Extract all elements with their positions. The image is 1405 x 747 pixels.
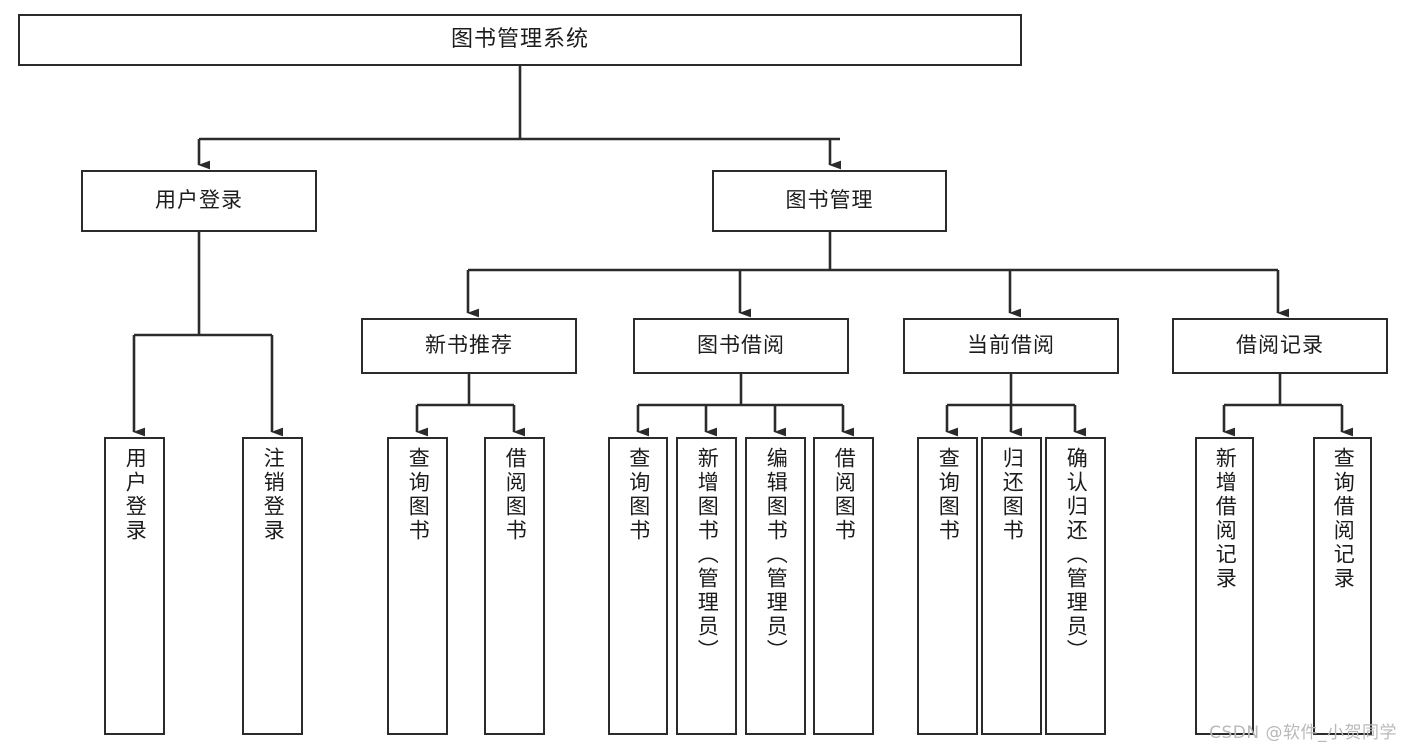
node-borrow-records[interactable]: 借阅记录	[1172, 318, 1388, 374]
node-leaf-query-book-recommend[interactable]: 查询图书	[387, 437, 448, 735]
node-leaf-borrow-book-label: 借阅图书	[832, 447, 857, 543]
node-leaf-query-book-current[interactable]: 查询图书	[917, 437, 978, 735]
node-leaf-user-login[interactable]: 用户登录	[104, 437, 165, 735]
node-leaf-add-borrow-record-label: 新增借阅记录	[1213, 447, 1238, 591]
node-user-login-label: 用户登录	[155, 188, 243, 213]
node-leaf-return-book-label: 归还图书	[1000, 447, 1025, 543]
node-leaf-query-borrow-record-label: 查询借阅记录	[1331, 447, 1356, 591]
node-leaf-add-book[interactable]: 新增图书（管理员）	[676, 437, 737, 735]
node-leaf-add-borrow-record[interactable]: 新增借阅记录	[1195, 437, 1254, 735]
node-leaf-return-book[interactable]: 归还图书	[981, 437, 1042, 735]
node-book-borrow-label: 图书借阅	[697, 333, 785, 358]
node-leaf-query-book-borrow-label: 查询图书	[626, 447, 651, 543]
node-root-label: 图书管理系统	[450, 26, 589, 52]
node-book-borrow[interactable]: 图书借阅	[633, 318, 849, 374]
node-leaf-query-book-borrow[interactable]: 查询图书	[608, 437, 668, 735]
node-leaf-query-borrow-record[interactable]: 查询借阅记录	[1313, 437, 1372, 735]
node-leaf-confirm-return[interactable]: 确认归还（管理员）	[1045, 437, 1106, 735]
node-user-login[interactable]: 用户登录	[81, 170, 317, 232]
node-leaf-borrow-book-recommend[interactable]: 借阅图书	[484, 437, 545, 735]
node-book-management-label: 图书管理	[785, 188, 874, 213]
node-new-book-recommend[interactable]: 新书推荐	[361, 318, 577, 374]
node-new-book-recommend-label: 新书推荐	[425, 333, 513, 358]
node-leaf-add-book-label: 新增图书（管理员）	[695, 447, 720, 663]
node-leaf-logout[interactable]: 注销登录	[242, 437, 303, 735]
node-leaf-borrow-book[interactable]: 借阅图书	[813, 437, 874, 735]
node-leaf-edit-book-label: 编辑图书（管理员）	[764, 447, 789, 663]
node-leaf-query-book-recommend-label: 查询图书	[406, 447, 431, 543]
node-borrow-records-label: 借阅记录	[1236, 333, 1324, 358]
node-leaf-borrow-book-recommend-label: 借阅图书	[503, 447, 528, 543]
csdn-watermark: CSDN @软件_小贺同学	[1209, 723, 1397, 743]
node-book-management[interactable]: 图书管理	[712, 170, 947, 232]
node-leaf-query-book-current-label: 查询图书	[936, 447, 961, 543]
node-leaf-confirm-return-label: 确认归还（管理员）	[1064, 447, 1089, 663]
node-current-borrow[interactable]: 当前借阅	[903, 318, 1119, 374]
node-leaf-user-login-label: 用户登录	[123, 447, 148, 543]
node-leaf-edit-book[interactable]: 编辑图书（管理员）	[745, 437, 806, 735]
node-leaf-logout-label: 注销登录	[261, 447, 286, 543]
node-root[interactable]: 图书管理系统	[18, 14, 1022, 66]
node-current-borrow-label: 当前借阅	[967, 333, 1055, 358]
